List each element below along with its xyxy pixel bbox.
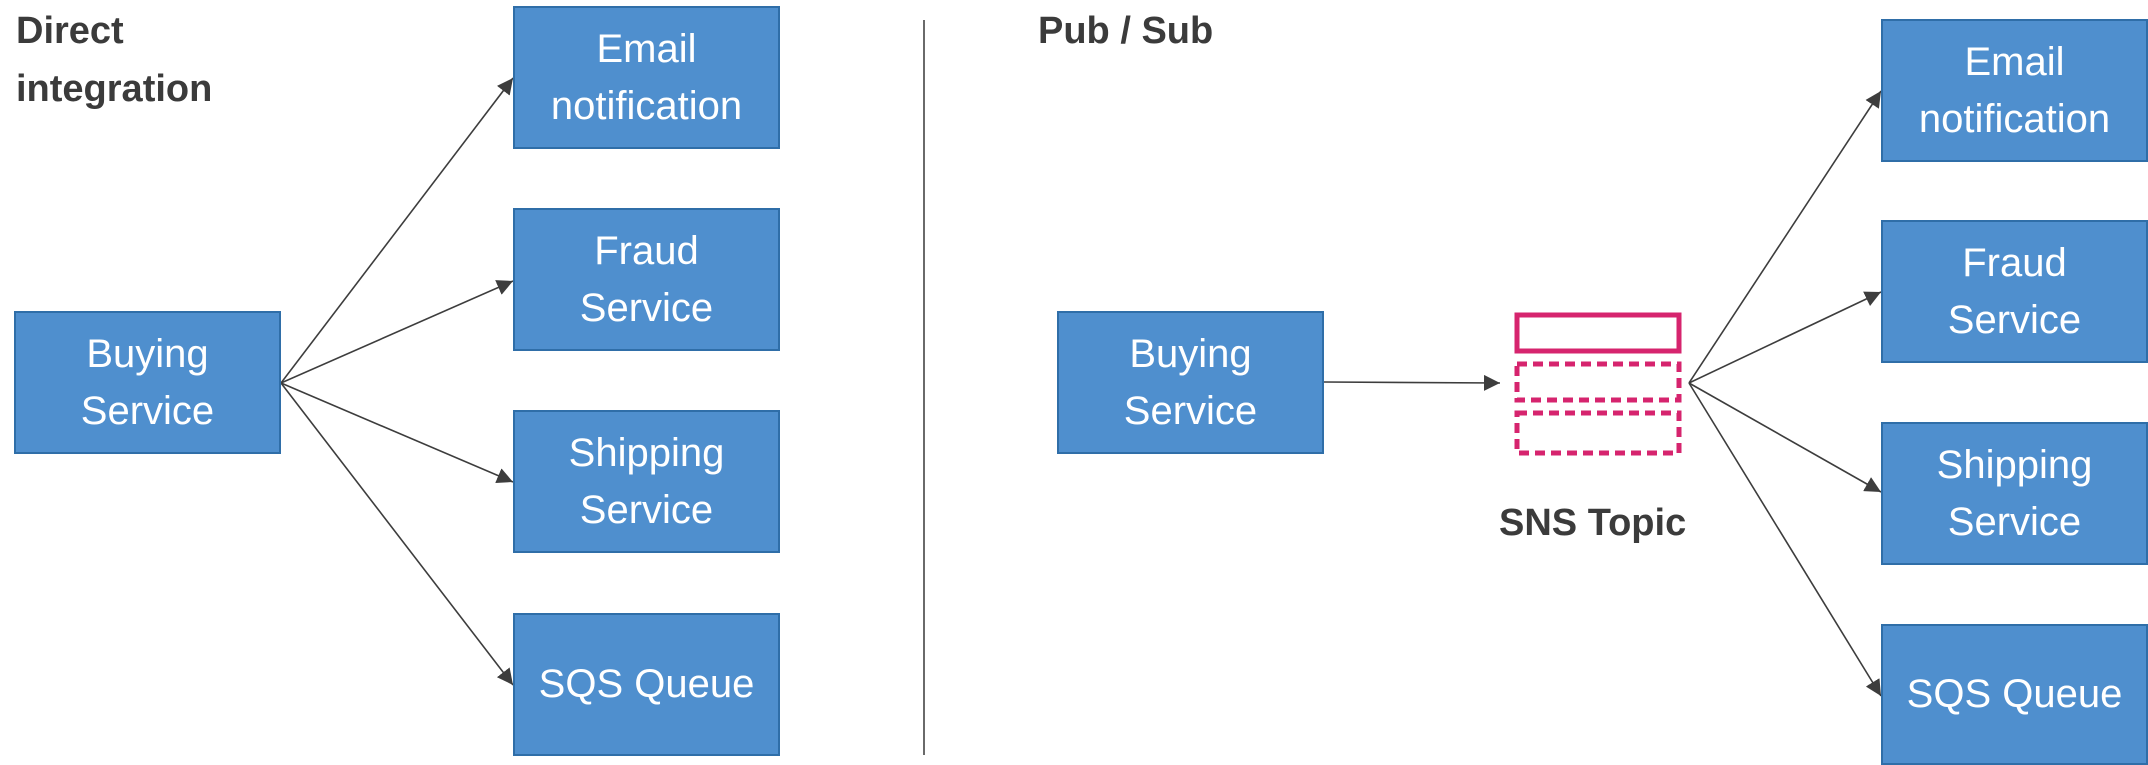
direct-integration-heading: Direct integration	[16, 2, 212, 118]
email-notification-box-left: Email notification	[513, 6, 780, 149]
arrow-left-to-sqs	[280, 382, 514, 686]
box-line-1: Buying	[86, 331, 209, 376]
shipping-service-box-right: Shipping Service	[1881, 422, 2148, 565]
box-line-2: notification	[1918, 96, 2111, 141]
arrow-buying-to-topic	[1323, 374, 1501, 391]
sqs-queue-box-right: SQS Queue	[1881, 624, 2148, 765]
fraud-service-box-right: Fraud Service	[1881, 220, 2148, 363]
heading-text: Pub / Sub	[1038, 10, 1214, 52]
box-line-2: notification	[550, 83, 743, 128]
arrow-left-to-shipping	[280, 382, 514, 484]
arrow-left-to-email	[280, 77, 514, 384]
sqs-queue-box-left: SQS Queue	[513, 613, 780, 756]
box-line-1: SQS Queue	[1906, 672, 2123, 716]
box-line-2: Service	[1947, 297, 2082, 342]
box-line-2: Service	[80, 388, 215, 433]
box-line-1: Shipping	[1936, 442, 2093, 487]
sns-topic-label: SNS Topic	[1499, 502, 1687, 544]
arrow-topic-to-shipping	[1688, 382, 1882, 493]
arrow-topic-to-fraud	[1688, 291, 1882, 384]
box-line-1: Email	[596, 26, 697, 71]
arrow-left-to-fraud	[280, 280, 514, 384]
shipping-service-box-left: Shipping Service	[513, 410, 780, 553]
box-line-2: Service	[1947, 499, 2082, 544]
sns-topic-icon	[1514, 312, 1682, 456]
box-line-2: Service	[579, 487, 714, 532]
box-line-1: Fraud	[594, 228, 699, 273]
box-line-2: Service	[579, 285, 714, 330]
box-line-1: Buying	[1129, 331, 1252, 376]
box-line-1: Shipping	[568, 430, 725, 475]
box-line-1: SQS Queue	[538, 662, 755, 706]
fraud-service-box-left: Fraud Service	[513, 208, 780, 351]
box-line-1: Fraud	[1962, 240, 2067, 285]
buying-service-box-right: Buying Service	[1057, 311, 1324, 454]
pub-sub-heading: Pub / Sub	[1038, 2, 1213, 60]
arrow-topic-to-sqs	[1688, 382, 1882, 697]
heading-line-2: integration	[16, 68, 213, 110]
arrow-topic-to-email	[1688, 90, 1882, 384]
email-notification-box-right: Email notification	[1881, 19, 2148, 162]
buying-service-box-left: Buying Service	[14, 311, 281, 454]
heading-line-1: Direct	[16, 10, 124, 52]
section-divider	[923, 20, 925, 755]
box-line-2: Service	[1123, 388, 1258, 433]
box-line-1: Email	[1964, 39, 2065, 84]
